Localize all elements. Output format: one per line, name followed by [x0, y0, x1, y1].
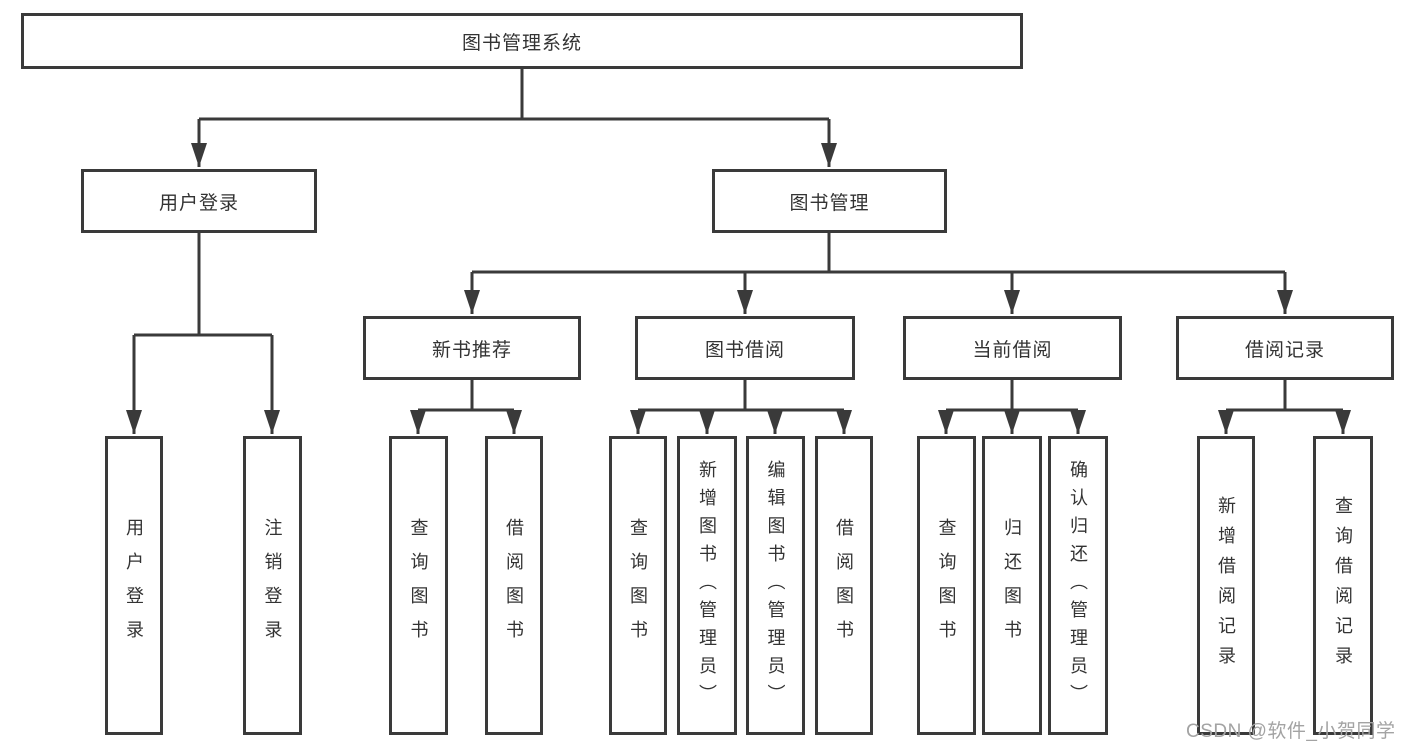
node-library-management-system: 图书管理系统 — [21, 13, 1023, 69]
leaf-add-borrow-record: 新增借阅记录 — [1197, 436, 1255, 735]
node-user-login: 用户登录 — [81, 169, 317, 233]
leaf-user-login: 用户登录 — [105, 436, 163, 735]
leaf-edit-books-admin: 编辑图书（管理员） — [746, 436, 805, 735]
node-borrow-records: 借阅记录 — [1176, 316, 1394, 380]
leaf-borrow-books: 借阅图书 — [485, 436, 543, 735]
node-book-management: 图书管理 — [712, 169, 947, 233]
leaf-return-books: 归还图书 — [982, 436, 1042, 735]
node-book-borrow: 图书借阅 — [635, 316, 855, 380]
leaf-borrow-books-2: 借阅图书 — [815, 436, 873, 735]
leaf-confirm-return-admin: 确认归还（管理员） — [1048, 436, 1108, 735]
node-new-book-recommend: 新书推荐 — [363, 316, 581, 380]
leaf-query-books: 查询图书 — [389, 436, 448, 735]
node-current-borrow: 当前借阅 — [903, 316, 1122, 380]
leaf-query-books-2: 查询图书 — [609, 436, 667, 735]
leaf-query-borrow-record: 查询借阅记录 — [1313, 436, 1373, 735]
leaf-query-books-3: 查询图书 — [917, 436, 976, 735]
leaf-add-books-admin: 新增图书（管理员） — [677, 436, 737, 735]
csdn-watermark: CSDN @软件_小贺同学 — [1186, 721, 1396, 742]
leaf-logout: 注销登录 — [243, 436, 302, 735]
